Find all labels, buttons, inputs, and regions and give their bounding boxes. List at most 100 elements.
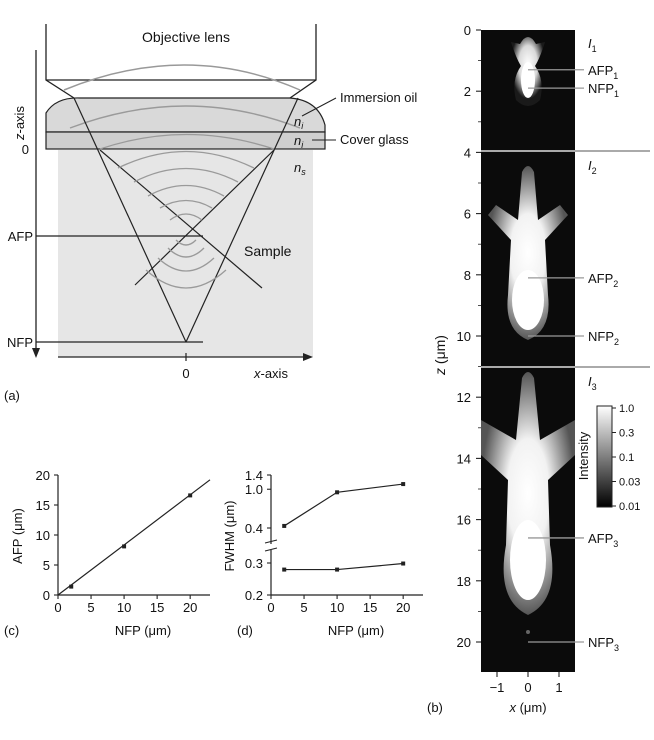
b-y-tick-label: 2 [464, 84, 471, 99]
colorbar-tick-label: 0.3 [619, 428, 634, 440]
d-ylabel: FWHM (μm) [222, 500, 237, 571]
d-y-tick-label: 1.0 [245, 482, 263, 497]
glass-arc [99, 133, 275, 150]
sample-label: Sample [244, 243, 292, 259]
b-intensity-label: I3 [588, 374, 597, 392]
colorbar-tick-label: 0.03 [619, 477, 640, 489]
z-zero-label: 0 [22, 142, 29, 157]
c-data-point [69, 584, 74, 589]
n-i-glass: ni [294, 133, 304, 150]
panel-a-tag: (a) [4, 388, 20, 403]
objective-arc [63, 64, 301, 91]
d-y-tick-label: 0.4 [245, 521, 263, 536]
d-data-point [401, 561, 406, 566]
d-data-point [282, 567, 287, 572]
c-x-tick-label: 20 [183, 600, 197, 615]
d-data-point [282, 523, 287, 528]
panel-d-tag: (d) [237, 623, 253, 638]
immersion-oil-label: Immersion oil [340, 90, 417, 105]
z-axis-arrow [32, 348, 40, 358]
panel-a: Objective lens [4, 24, 417, 403]
c-y-tick-label: 15 [36, 498, 50, 513]
b-y-tick-label: 10 [457, 329, 471, 344]
b-marker-label: AFP3 [588, 531, 618, 549]
panel-b-tag: (b) [427, 700, 443, 715]
b-ylabel: z (μm) [432, 335, 448, 376]
panel-c-tag: (c) [4, 623, 19, 638]
b-x-tick-label: 1 [555, 680, 562, 695]
c-y-tick-label: 0 [43, 588, 50, 603]
cover-glass-label: Cover glass [340, 132, 409, 147]
x-axis-label: x-axis [253, 366, 288, 381]
c-y-tick-label: 20 [36, 468, 50, 483]
c-fit-line [57, 479, 211, 596]
c-xlabel: NFP (μm) [115, 623, 171, 638]
colorbar [596, 405, 613, 508]
panel-c: 0 5 10 15 20 0 5 10 15 20 AFP (μm) NFP (μm) (c) [4, 468, 211, 638]
d-x-tick-label: 15 [363, 600, 377, 615]
z-axis-label: z-axis [12, 106, 27, 141]
d-y-tick-label: 0.3 [245, 556, 263, 571]
b-marker-label: NFP3 [588, 635, 619, 653]
colorbar-title: Intensity [576, 431, 591, 480]
b-xlabel: x (μm) [508, 700, 546, 715]
b-marker-label: NFP2 [588, 329, 619, 347]
b-y-tick-label: 14 [457, 451, 471, 466]
b-intensity-label: I2 [588, 158, 597, 176]
c-x-tick-label: 5 [87, 600, 94, 615]
b-y-tick-label: 18 [457, 574, 471, 589]
c-data-point [188, 493, 193, 498]
colorbar-tick-label: 0.01 [619, 501, 640, 513]
psf-i2 [488, 166, 568, 340]
rays [73, 97, 299, 343]
objective-lens-label: Objective lens [142, 29, 230, 45]
psf-i3 [481, 372, 575, 634]
d-y-tick-label: 0.2 [245, 588, 263, 603]
c-data-point [122, 544, 127, 549]
c-x-tick-label: 0 [54, 600, 61, 615]
d-data-point [401, 482, 406, 487]
d-xlabel: NFP (μm) [328, 623, 384, 638]
c-x-tick-label: 15 [150, 600, 164, 615]
panel-d: 0.4 1.01.4 0.2 0.3 0 5 10 15 20 FWHM (μm) NFP (… [222, 468, 423, 638]
c-y-tick-label: 5 [43, 558, 50, 573]
immersion-oil-drop [45, 97, 326, 133]
colorbar-tick-label: 1.0 [619, 403, 634, 415]
d-x-tick-label: 20 [396, 600, 410, 615]
d-x-tick-label: 10 [330, 600, 344, 615]
b-marker-label: AFP2 [588, 271, 618, 289]
wavefronts [117, 150, 255, 289]
d-x-tick-label: 5 [300, 600, 307, 615]
colorbar-tick-label: 0.1 [619, 452, 634, 464]
x-axis-arrow [303, 353, 313, 361]
b-intensity-label: I1 [588, 36, 597, 54]
b-y-tick-label: 12 [457, 390, 471, 405]
b-y-tick-label: 20 [457, 635, 471, 650]
c-y-tick-label: 10 [36, 528, 50, 543]
c-x-tick-label: 10 [117, 600, 131, 615]
b-marker-label: AFP1 [588, 63, 618, 81]
d-x-tick-label: 0 [267, 600, 274, 615]
n-s-sample: ns [294, 160, 306, 177]
c-ylabel: AFP (μm) [10, 508, 25, 564]
d-data-point [335, 490, 340, 495]
b-y-tick-label: 6 [464, 207, 471, 222]
b-x-tick-label: 0 [524, 680, 531, 695]
oil-arc [69, 105, 301, 129]
b-y-tick-label: 4 [464, 145, 471, 160]
b-y-tick-label: 8 [464, 268, 471, 283]
d-data-point [335, 567, 340, 572]
nfp-label: NFP [7, 335, 33, 350]
afp-label: AFP [8, 229, 33, 244]
oil-leader [301, 97, 337, 117]
d-axis-break [264, 539, 278, 552]
sample-region [58, 150, 313, 357]
b-x-tick-label: −1 [490, 680, 505, 695]
n-i-oil: ni [294, 114, 304, 131]
x-zero-label: 0 [182, 366, 189, 381]
d-series-line-1 [283, 483, 404, 527]
b-marker-label: NFP1 [588, 81, 619, 99]
d-y-tick-label: 1.4 [245, 468, 263, 483]
